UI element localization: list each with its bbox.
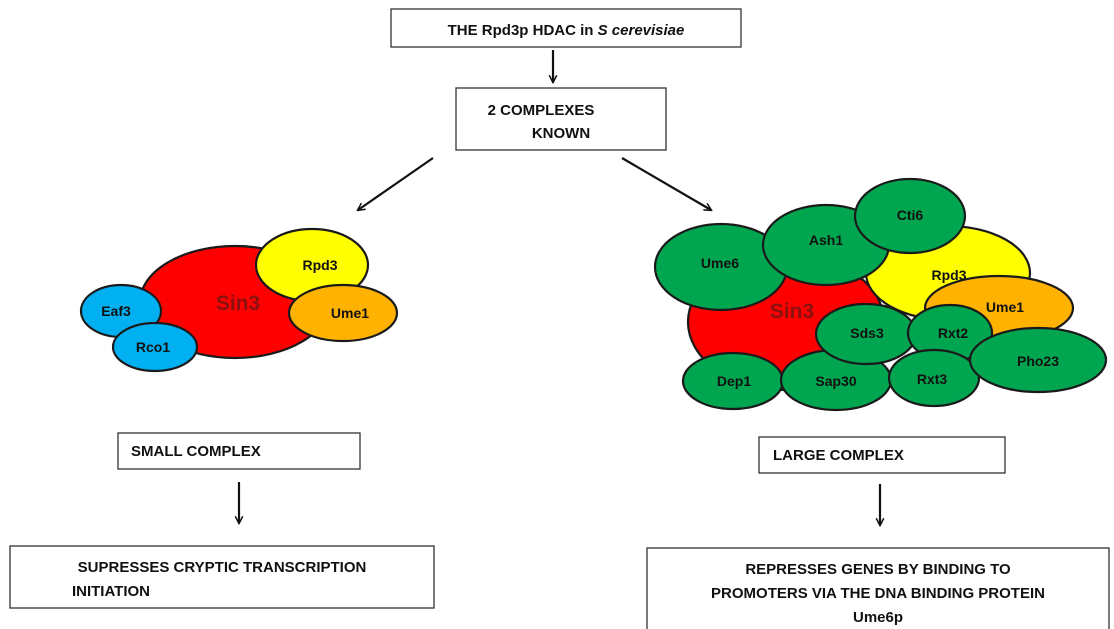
large-dep1-label: Dep1 [717, 373, 751, 389]
large-rxt2-label: Rxt2 [938, 325, 969, 341]
small-rco1-subunit [111, 321, 199, 373]
small-rpd3-label: Rpd3 [303, 257, 338, 273]
large-ume6-label: Ume6 [701, 255, 739, 271]
large-ash1-label: Ash1 [809, 232, 843, 248]
large-function-line1: REPRESSES GENES BY BINDING TO [745, 561, 1011, 578]
complexes-known-box: 2 COMPLEXES KNOWN [455, 87, 667, 151]
small-complex-label: SMALL COMPLEX [131, 443, 261, 460]
large-sap30-label: Sap30 [815, 373, 856, 389]
small-sin3-label: Sin3 [216, 292, 260, 315]
small-rco1-label: Rco1 [136, 339, 170, 355]
title-box: THE Rpd3p HDAC in S cerevisiae [390, 8, 742, 48]
large-ume1-label: Ume1 [986, 299, 1024, 315]
large-sin3-label: Sin3 [770, 300, 814, 323]
large-sds3-label: Sds3 [850, 325, 884, 341]
large-cti6-subunit [853, 177, 967, 255]
large-pho23-subunit [968, 326, 1108, 394]
large-function-box: REPRESSES GENES BY BINDING TO PROMOTERS … [646, 547, 1110, 629]
large-rxt3-label: Rxt3 [917, 371, 948, 387]
large-rxt3-subunit [887, 348, 981, 408]
complexes-line2: KNOWN [532, 125, 590, 142]
small-eaf3-label: Eaf3 [101, 303, 131, 319]
large-complex-label: LARGE COMPLEX [773, 447, 904, 464]
small-function-box: SUPRESSES CRYPTIC TRANSCRIPTION INITIATI… [9, 545, 435, 609]
small-ume1-subunit [287, 283, 399, 343]
title-text: THE Rpd3p HDAC in S cerevisiae [448, 22, 685, 39]
small-complex-diagram: Sin3 Rpd3 Ume1 Eaf3 Rco1 [79, 227, 399, 373]
small-function-line2: INITIATION [72, 583, 150, 600]
large-pho23-label: Pho23 [1017, 353, 1059, 369]
large-complex-box: LARGE COMPLEX [758, 436, 1006, 474]
complexes-line1: 2 COMPLEXES [488, 102, 595, 119]
large-cti6-label: Cti6 [897, 207, 924, 223]
small-ume1-label: Ume1 [331, 305, 369, 321]
large-function-line3: Ume6p [853, 609, 903, 626]
arrow-to-small-complex [358, 157, 434, 210]
large-function-line2: PROMOTERS VIA THE DNA BINDING PROTEIN [711, 585, 1045, 602]
arrow-to-large-complex [621, 157, 711, 210]
small-function-line1: SUPRESSES CRYPTIC TRANSCRIPTION [78, 559, 367, 576]
small-complex-box: SMALL COMPLEX [117, 432, 361, 470]
large-complex-diagram: Sin3 Rpd3 Ume1 Ume6 Ash1 Cti6 Dep1 Sap30… [653, 177, 1108, 412]
large-rpd3-label: Rpd3 [932, 267, 967, 283]
